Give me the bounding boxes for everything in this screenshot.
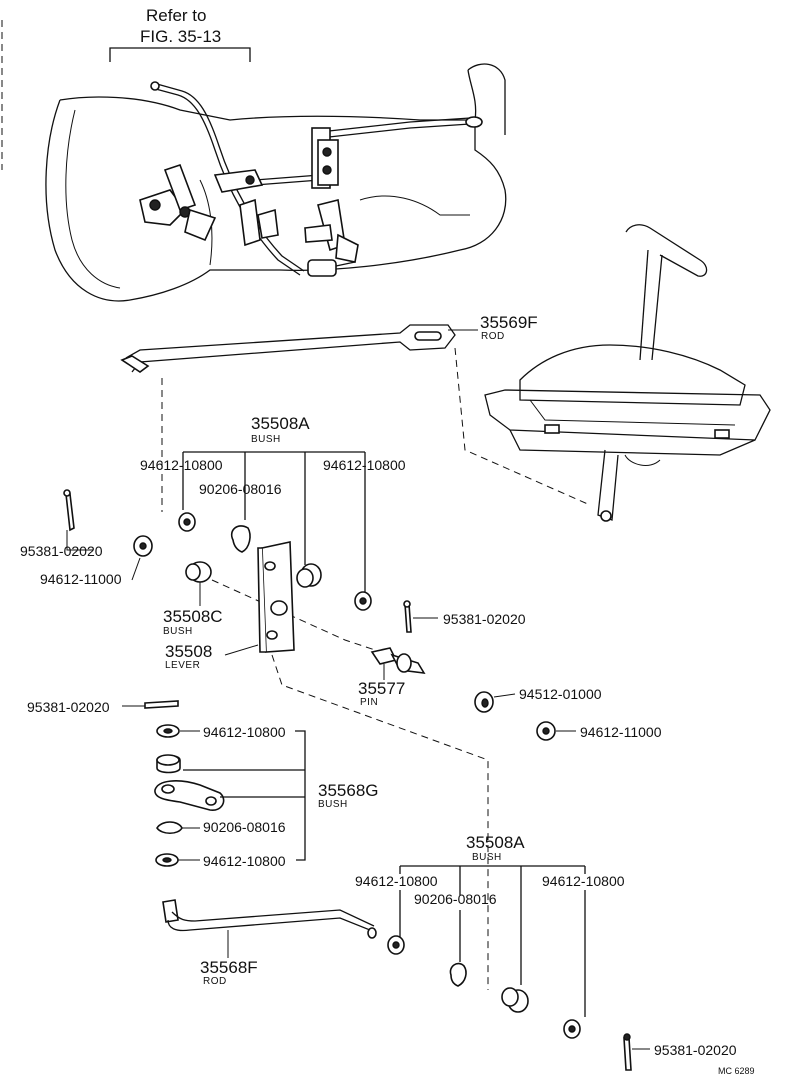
label-94612-10800-a: 94612-10800 bbox=[140, 457, 223, 473]
shift-console bbox=[484, 224, 771, 522]
cotter-pin-95381-02020-d bbox=[623, 1037, 632, 1071]
pin-35577-name: PIN bbox=[360, 697, 378, 708]
bottom-pin-group: 95381-02020 bbox=[623, 1033, 737, 1071]
lever-35508-code: 35508 bbox=[165, 642, 212, 661]
transmission-assembly bbox=[1, 20, 507, 302]
lever-35508-group: 35508 LEVER bbox=[165, 541, 295, 671]
label-95381-02020-c: 95381-02020 bbox=[27, 699, 110, 715]
label-94512-01000: 94512-01000 bbox=[519, 686, 602, 702]
label-94612-11000-a: 94612-11000 bbox=[40, 571, 122, 587]
label-90206-08016-c: 90206-08016 bbox=[414, 891, 497, 907]
label-94612-11000-b: 94612-11000 bbox=[580, 724, 662, 740]
bush-35508a-top-code: 35508A bbox=[251, 414, 310, 433]
bush-35508a-bottom-code: 35508A bbox=[466, 833, 525, 852]
pin-35577-group: 35577 PIN bbox=[358, 647, 426, 708]
rod-35569f-name: ROD bbox=[481, 331, 505, 342]
assembly-leader-lines bbox=[161, 347, 591, 990]
label-95381-02020-a: 95381-02020 bbox=[20, 543, 103, 559]
rod-35568f-code: 35568F bbox=[200, 958, 258, 977]
refer-text-2: FIG. 35-13 bbox=[140, 27, 221, 46]
bush-35508a-top-name: BUSH bbox=[251, 434, 281, 445]
bush-35568g-group: 94612-10800 90206-08016 94612-10800 3556… bbox=[154, 724, 379, 869]
right-pin-group: 95381-02020 bbox=[403, 600, 526, 633]
cotter-horizontal-group: 95381-02020 bbox=[27, 699, 179, 715]
label-94612-10800-e: 94612-10800 bbox=[355, 873, 438, 889]
bush-35508a-bottom-group: 35508A BUSH 94612-10800 90206-08016 9461… bbox=[355, 833, 625, 1039]
figure-code: MC 6289 bbox=[718, 1066, 755, 1076]
cotter-pin-95381-02020-b bbox=[404, 603, 412, 633]
clip-90206-08016-a bbox=[230, 525, 251, 553]
refer-bracket: Refer to FIG. 35-13 bbox=[109, 6, 251, 62]
clip-90206-08016-b bbox=[156, 821, 183, 835]
cotter-pin-95381-02020-a bbox=[65, 493, 75, 532]
clip-90206-08016-c bbox=[449, 962, 467, 987]
bush-35508c-code: 35508C bbox=[163, 607, 223, 626]
bush-35508a-bottom-name: BUSH bbox=[472, 852, 502, 863]
label-94612-10800-f: 94612-10800 bbox=[542, 873, 625, 889]
bush-35508a-top-group: 35508A BUSH 94612-10800 90206-08016 9461… bbox=[140, 414, 406, 611]
label-94612-10800-d: 94612-10800 bbox=[203, 853, 286, 869]
label-94612-10800-c: 94612-10800 bbox=[203, 724, 286, 740]
rod-35568f-group: 35568F ROD bbox=[162, 899, 377, 987]
rod-35568f-name: ROD bbox=[203, 976, 227, 987]
cotter-pin-95381-02020-c bbox=[144, 700, 179, 709]
label-90206-08016-a: 90206-08016 bbox=[199, 481, 282, 497]
bush-35508c-name: BUSH bbox=[163, 626, 193, 637]
refer-text-1: Refer to bbox=[146, 6, 206, 25]
bush-35508c-group: 35508C BUSH bbox=[163, 561, 223, 637]
rod-35569f-code: 35569F bbox=[480, 313, 538, 332]
label-94612-10800-b: 94612-10800 bbox=[323, 457, 406, 473]
nut-washer-group-right: 94512-01000 94612-11000 bbox=[474, 686, 662, 741]
pin-35577-code: 35577 bbox=[358, 679, 405, 698]
label-95381-02020-d: 95381-02020 bbox=[654, 1042, 737, 1058]
label-95381-02020-b: 95381-02020 bbox=[443, 611, 526, 627]
rod-35569f: 35569F ROD bbox=[120, 313, 538, 373]
bush-35568g-code: 35568G bbox=[318, 781, 379, 800]
bush-35568g-name: BUSH bbox=[318, 799, 348, 810]
lever-35508-name: LEVER bbox=[165, 660, 200, 671]
label-90206-08016-b: 90206-08016 bbox=[203, 819, 286, 835]
left-pin-group: 95381-02020 94612-11000 bbox=[20, 489, 153, 587]
